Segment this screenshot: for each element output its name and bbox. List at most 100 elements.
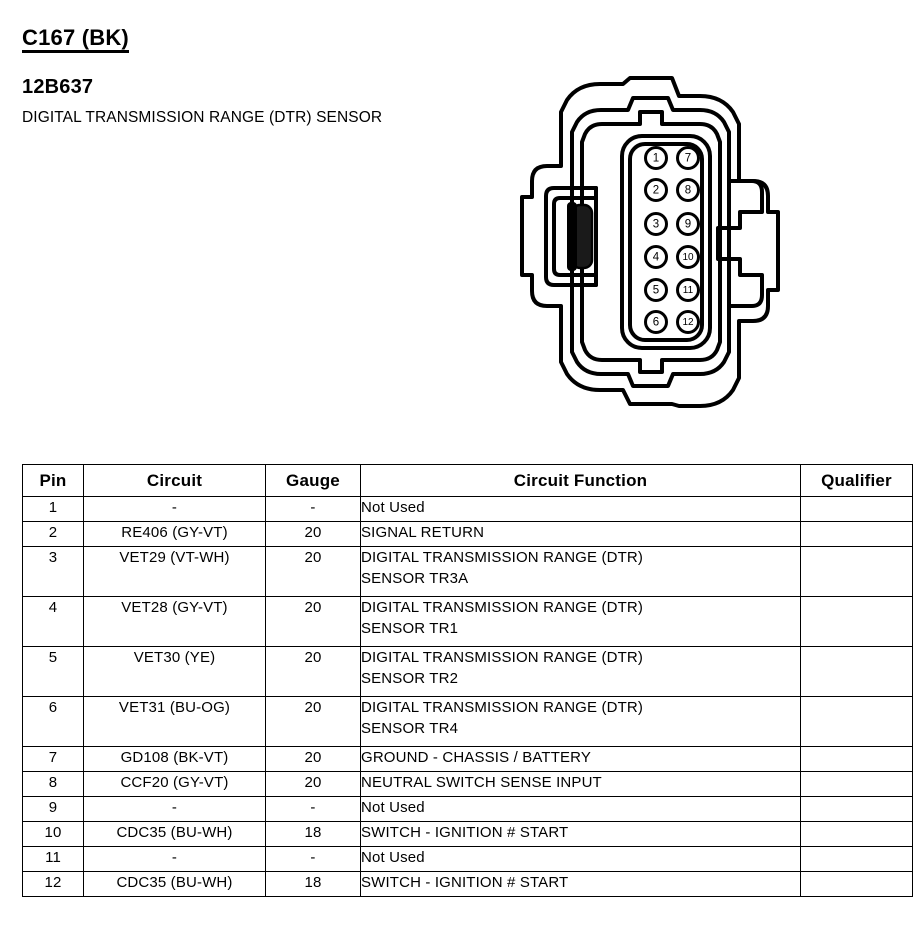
pin-circle-9 <box>676 212 700 236</box>
gauge-cell-10: 18 <box>265 821 361 847</box>
connector-outer-shell <box>520 76 780 408</box>
pin-number-11: 11 <box>683 285 694 296</box>
gauge-cell-12: 18 <box>265 871 361 897</box>
qualifier-cell-12 <box>800 871 913 897</box>
circuit-cell-1: - <box>83 496 266 522</box>
gauge-cell-11: - <box>265 846 361 872</box>
function-cell-4: DIGITAL TRANSMISSION RANGE (DTR) SENSOR … <box>360 596 801 647</box>
pin-circle-3 <box>644 212 668 236</box>
column-header-pin: Pin <box>22 464 84 497</box>
column-header-function: Circuit Function <box>360 464 801 497</box>
function-cell-10: SWITCH - IGNITION # START <box>360 821 801 847</box>
pin-number-5: 5 <box>653 285 659 297</box>
pin-number-12: 12 <box>682 317 694 328</box>
qualifier-cell-3 <box>800 546 913 597</box>
connector-left-latch-keeper <box>567 202 594 271</box>
part-number: 12B637 <box>22 76 94 98</box>
pin-cell-8: 8 <box>22 771 84 797</box>
function-cell-12: SWITCH - IGNITION # START <box>360 871 801 897</box>
function-cell-6: DIGITAL TRANSMISSION RANGE (DTR) SENSOR … <box>360 696 801 747</box>
column-header-circuit: Circuit <box>83 464 266 497</box>
pin-circle-2 <box>644 178 668 202</box>
pin-number-8: 8 <box>685 185 691 197</box>
connector-right-tab-notch <box>716 226 731 261</box>
column-header-gauge: Gauge <box>265 464 361 497</box>
pin-cell-7: 7 <box>22 746 84 772</box>
connector-shell-ring-2 <box>570 96 731 388</box>
pin-cell-11: 11 <box>22 846 84 872</box>
function-cell-1: Not Used <box>360 496 801 522</box>
pin-number-3: 3 <box>653 219 659 231</box>
connector-right-tab-upper <box>727 179 764 230</box>
qualifier-cell-9 <box>800 796 913 822</box>
pin-table: Pin Circuit Gauge Circuit Function Quali… <box>22 464 913 897</box>
pin-number-4: 4 <box>653 252 660 264</box>
pin-circle-5 <box>644 278 668 302</box>
pin-circle-1 <box>644 146 668 170</box>
qualifier-cell-2 <box>800 521 913 547</box>
circuit-cell-8: CCF20 (GY-VT) <box>83 771 266 797</box>
function-cell-2: SIGNAL RETURN <box>360 521 801 547</box>
qualifier-cell-5 <box>800 646 913 697</box>
pin-number-7: 7 <box>685 153 691 165</box>
circuit-cell-12: CDC35 (BU-WH) <box>83 871 266 897</box>
function-cell-7: GROUND - CHASSIS / BATTERY <box>360 746 801 772</box>
circuit-cell-3: VET29 (VT-WH) <box>83 546 266 597</box>
gauge-cell-9: - <box>265 796 361 822</box>
circuit-cell-5: VET30 (YE) <box>83 646 266 697</box>
gauge-cell-8: 20 <box>265 771 361 797</box>
gauge-cell-1: - <box>265 496 361 522</box>
function-cell-11: Not Used <box>360 846 801 872</box>
pin-cell-2: 2 <box>22 521 84 547</box>
circuit-cell-9: - <box>83 796 266 822</box>
qualifier-cell-4 <box>800 596 913 647</box>
connector-cavity-outer <box>620 134 712 350</box>
pin-number-1: 1 <box>653 153 659 165</box>
pin-cell-12: 12 <box>22 871 84 897</box>
pin-circle-11 <box>676 278 700 302</box>
gauge-cell-6: 20 <box>265 696 361 747</box>
circuit-cell-7: GD108 (BK-VT) <box>83 746 266 772</box>
pin-number-2: 2 <box>653 185 659 197</box>
qualifier-cell-6 <box>800 696 913 747</box>
circuit-cell-2: RE406 (GY-VT) <box>83 521 266 547</box>
circuit-cell-11: - <box>83 846 266 872</box>
pin-cell-10: 10 <box>22 821 84 847</box>
pin-cell-1: 1 <box>22 496 84 522</box>
qualifier-cell-7 <box>800 746 913 772</box>
qualifier-cell-10 <box>800 821 913 847</box>
function-cell-3: DIGITAL TRANSMISSION RANGE (DTR) SENSOR … <box>360 546 801 597</box>
function-cell-8: NEUTRAL SWITCH SENSE INPUT <box>360 771 801 797</box>
pin-number-6: 6 <box>653 317 659 329</box>
part-description: DIGITAL TRANSMISSION RANGE (DTR) SENSOR <box>22 109 383 126</box>
function-cell-9: Not Used <box>360 796 801 822</box>
connector-left-latch-frame-inner <box>552 196 598 277</box>
pin-circle-6 <box>644 310 668 334</box>
pin-cell-5: 5 <box>22 646 84 697</box>
pin-circle-10 <box>676 245 700 269</box>
connector-title: C167 (BK) <box>22 26 129 54</box>
connector-left-latch-frame <box>544 186 598 287</box>
gauge-cell-4: 20 <box>265 596 361 647</box>
circuit-cell-10: CDC35 (BU-WH) <box>83 821 266 847</box>
table-row: 11--Not Used <box>22 846 913 872</box>
pin-cell-4: 4 <box>22 596 84 647</box>
pin-number-9: 9 <box>685 219 691 231</box>
connector-cavity-inner <box>628 142 704 342</box>
qualifier-cell-1 <box>800 496 913 522</box>
qualifier-cell-8 <box>800 771 913 797</box>
circuit-cell-4: VET28 (GY-VT) <box>83 596 266 647</box>
pin-cell-6: 6 <box>22 696 84 747</box>
table-header-row: Pin Circuit Gauge Circuit Function Quali… <box>22 464 913 497</box>
gauge-cell-5: 20 <box>265 646 361 697</box>
